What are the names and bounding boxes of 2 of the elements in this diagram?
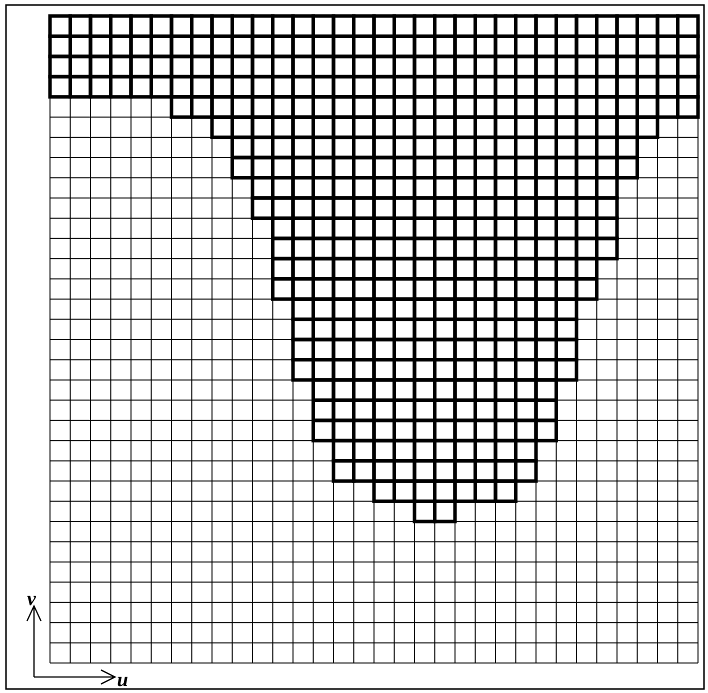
axis-label: u [117,670,128,690]
axis-label: v [27,589,36,609]
